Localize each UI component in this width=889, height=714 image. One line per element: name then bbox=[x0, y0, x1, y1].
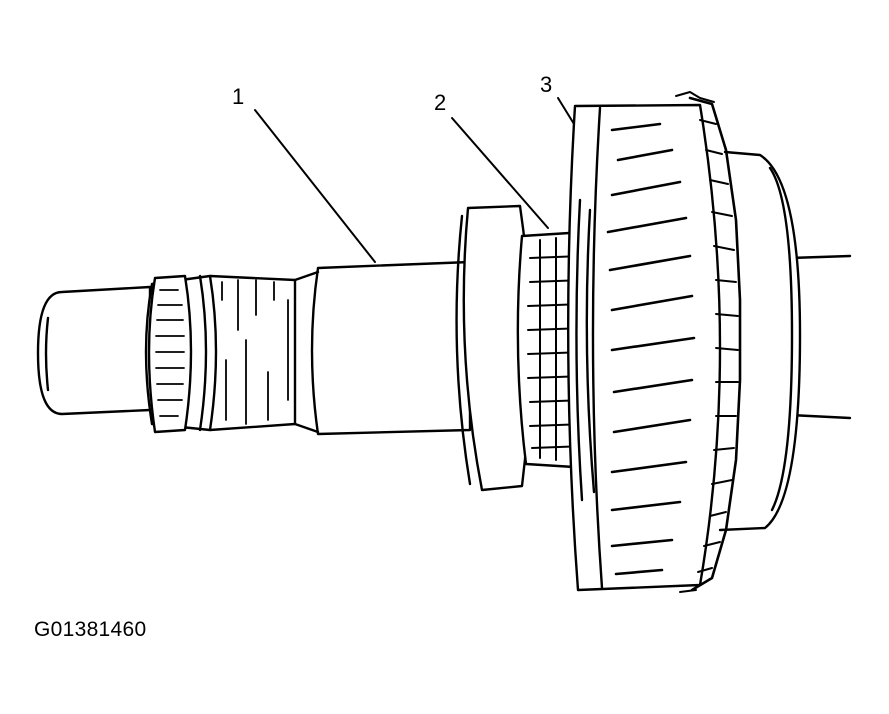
bearing-cup bbox=[718, 150, 802, 532]
leader-line-3 bbox=[557, 97, 575, 125]
leader-line-2 bbox=[451, 117, 549, 229]
shaft-right-end bbox=[788, 254, 852, 420]
callout-number-2: 2 bbox=[434, 90, 446, 115]
splined-section bbox=[144, 274, 297, 434]
leader-lines bbox=[254, 97, 575, 263]
shaft-left-end bbox=[36, 285, 152, 416]
callout-number-1: 1 bbox=[232, 84, 244, 109]
callout-number-3: 3 bbox=[540, 72, 552, 97]
shaft-body bbox=[293, 260, 472, 436]
figure-id-label: G01381460 bbox=[34, 618, 147, 641]
bevel-gear bbox=[566, 91, 742, 593]
leader-line-1 bbox=[254, 109, 376, 263]
